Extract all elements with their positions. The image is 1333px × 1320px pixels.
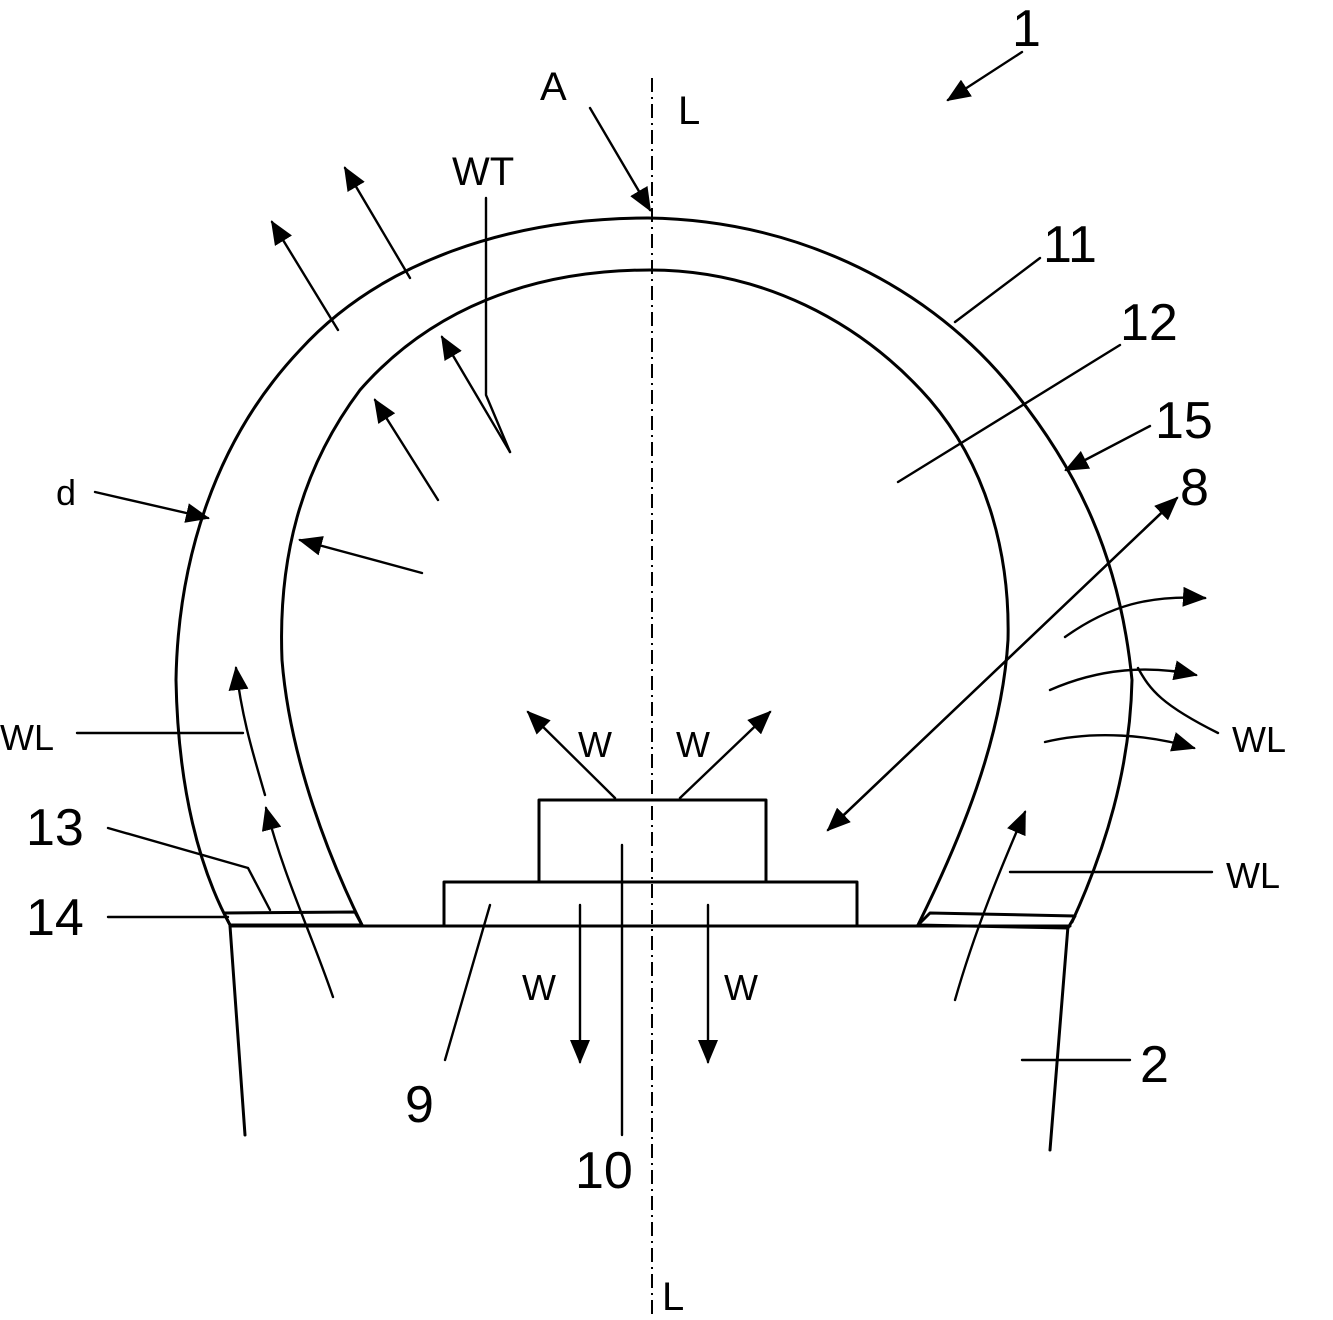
wl-right-top-leader <box>1138 668 1218 733</box>
housing-left-wall <box>230 926 245 1135</box>
arrow-wl-right-2 <box>1050 670 1196 690</box>
label-l-bottom: L <box>662 1275 684 1319</box>
housing-right-wall <box>1050 926 1068 1150</box>
arrow-wl-right-inner <box>955 812 1025 1000</box>
label-wl-right-top: WL <box>1232 719 1286 760</box>
label-1: 1 <box>1012 0 1041 58</box>
arrow-wt-out-1 <box>345 168 410 278</box>
label-w-down-right: W <box>724 967 758 1008</box>
substrate-9 <box>444 882 857 926</box>
arrow-wl-left-upper <box>236 668 265 795</box>
label-2: 2 <box>1140 1036 1169 1094</box>
label-10: 10 <box>575 1142 633 1200</box>
label-l-top: L <box>678 89 700 133</box>
label-wt: WT <box>452 150 514 194</box>
leader-8-reverse <box>830 498 1177 828</box>
arrow-wt-1 <box>442 337 510 452</box>
arrow-wt-3 <box>300 540 422 573</box>
label-d: d <box>56 472 76 513</box>
leader-a <box>590 108 650 210</box>
label-12: 12 <box>1120 294 1178 352</box>
label-14: 14 <box>26 889 84 947</box>
leader-15 <box>1066 426 1150 470</box>
label-8: 8 <box>1180 459 1209 517</box>
leader-12 <box>898 345 1120 482</box>
leader-1 <box>948 52 1022 100</box>
arrow-wt-2 <box>375 400 438 500</box>
label-w-down-left: W <box>522 967 556 1008</box>
outer-dome <box>176 218 1132 925</box>
label-11: 11 <box>1043 216 1097 274</box>
leader-d <box>95 492 208 518</box>
label-wl-left: WL <box>0 717 54 758</box>
leader-13 <box>108 828 270 910</box>
leader-9 <box>445 905 490 1060</box>
arrow-wl-right-1 <box>1065 597 1205 637</box>
label-w-up-right: W <box>676 724 710 765</box>
inner-dome <box>282 270 1009 925</box>
label-w-up-left: W <box>578 724 612 765</box>
label-a: A <box>540 65 567 109</box>
arrow-wl-right-3 <box>1045 735 1194 748</box>
label-wl-right-bottom: WL <box>1226 855 1280 896</box>
left-seal-layer <box>224 912 362 925</box>
leader-11 <box>955 258 1040 322</box>
label-9: 9 <box>405 1076 434 1134</box>
label-13: 13 <box>26 799 84 857</box>
arrow-wt-out-2 <box>272 222 338 330</box>
label-15: 15 <box>1155 392 1213 450</box>
